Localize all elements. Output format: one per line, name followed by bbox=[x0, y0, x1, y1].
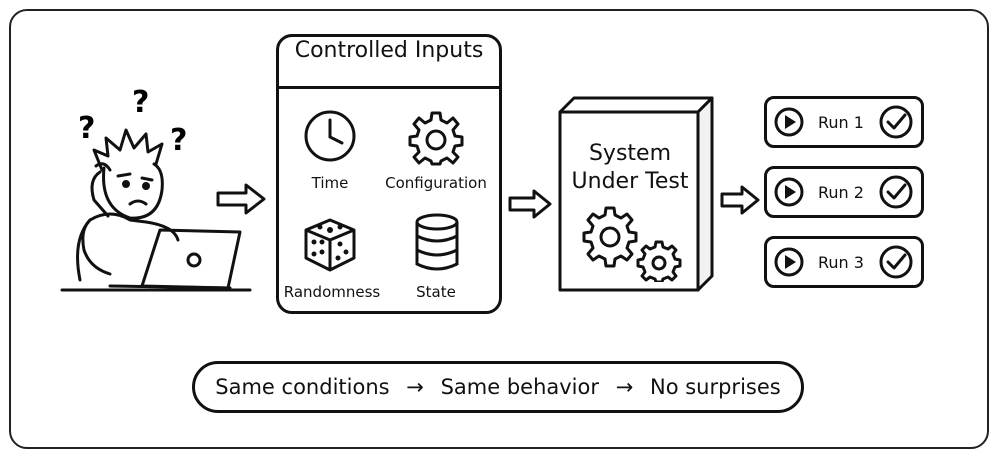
summary-pill bbox=[192, 361, 804, 413]
play-icon bbox=[774, 177, 804, 207]
gear-icon bbox=[408, 111, 464, 166]
check-icon bbox=[879, 245, 913, 279]
question-mark-1: ? bbox=[78, 111, 95, 146]
summary-arrow-1: → bbox=[406, 375, 424, 399]
summary-arrow-2: → bbox=[615, 375, 634, 399]
question-mark-2: ? bbox=[132, 85, 149, 120]
run-2-box bbox=[764, 166, 924, 218]
run-3-box bbox=[764, 236, 924, 288]
database-icon bbox=[415, 213, 459, 271]
clock-icon bbox=[304, 110, 356, 162]
summary-text: Same conditions → Same behavior → No sur… bbox=[192, 361, 804, 413]
summary-part-1: Same conditions bbox=[215, 375, 390, 399]
run-1-box bbox=[764, 96, 924, 148]
system-label-line2: Under Test bbox=[571, 169, 689, 194]
input-label-time: Time bbox=[311, 174, 349, 192]
play-icon bbox=[774, 247, 804, 277]
question-mark-3: ? bbox=[170, 123, 187, 158]
system-label-line1: System bbox=[588, 141, 672, 166]
confused-person-illustration: ? ? ? bbox=[60, 85, 252, 292]
run-2-label: Run 2 bbox=[818, 183, 864, 202]
controlled-inputs-divider bbox=[276, 86, 502, 89]
play-icon bbox=[774, 107, 804, 137]
input-label-randomness: Randomness bbox=[283, 283, 381, 301]
check-icon bbox=[879, 105, 913, 139]
run-1-label: Run 1 bbox=[818, 113, 864, 132]
arrow-3-icon bbox=[720, 185, 760, 215]
dice-icon bbox=[304, 218, 356, 272]
summary-part-3: No surprises bbox=[649, 375, 781, 399]
arrow-2-icon bbox=[508, 189, 552, 219]
check-icon bbox=[879, 175, 913, 209]
input-label-state: State bbox=[416, 283, 456, 301]
gears-icon bbox=[582, 206, 682, 282]
system-under-test-label: System Under Test bbox=[568, 140, 692, 196]
summary-part-2: Same behavior bbox=[440, 375, 599, 399]
run-3-label: Run 3 bbox=[818, 253, 864, 272]
input-label-configuration: Configuration bbox=[385, 174, 487, 192]
arrow-1-icon bbox=[216, 183, 266, 215]
controlled-inputs-title: Controlled Inputs bbox=[294, 38, 484, 63]
controlled-inputs-panel bbox=[276, 34, 502, 314]
